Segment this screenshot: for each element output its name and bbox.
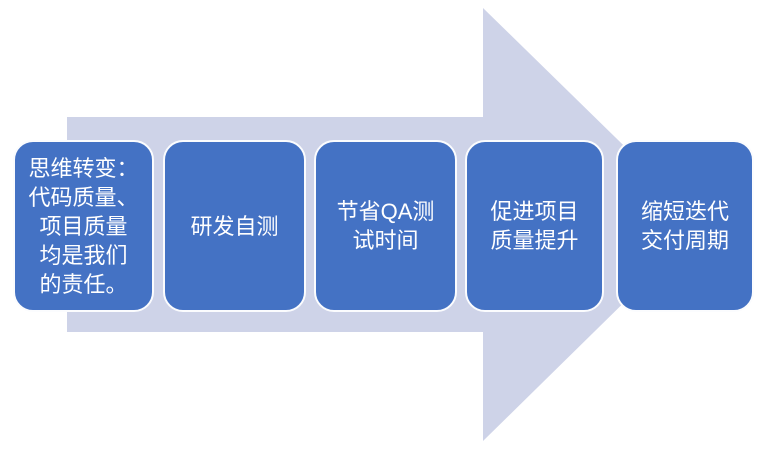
label-line: 思维转变：: [28, 155, 139, 181]
step-label-5: 缩短迭代 交付周期: [641, 197, 729, 255]
label-line: 节省QA测: [336, 199, 435, 224]
step-label-3: 节省QA测 试时间: [337, 197, 435, 255]
label-line: 缩短迭代: [640, 199, 729, 224]
label-line: 促进项目: [490, 199, 579, 224]
label-line: 的责任。: [39, 271, 128, 297]
label-line: 均是我们: [39, 242, 128, 268]
step-label-2: 研发自测: [190, 212, 278, 241]
step-box-1: 思维转变： 代码质量、 项目质量 均是我们 的责任。: [13, 140, 154, 312]
label-line: 项目质量: [39, 213, 128, 239]
step-box-3: 节省QA测 试时间: [314, 140, 457, 312]
label-line: 试时间: [352, 228, 419, 253]
label-line: 质量提升: [490, 228, 579, 253]
step-box-2: 研发自测: [163, 140, 306, 312]
step-box-4: 促进项目 质量提升: [465, 140, 604, 312]
step-label-4: 促进项目 质量提升: [490, 197, 578, 255]
step-box-5: 缩短迭代 交付周期: [616, 140, 754, 312]
label-line: 研发自测: [190, 213, 279, 239]
label-line: 代码质量、: [28, 184, 139, 210]
step-label-1: 思维转变： 代码质量、 项目质量 均是我们 的责任。: [28, 154, 138, 299]
label-line: 交付周期: [640, 228, 729, 253]
